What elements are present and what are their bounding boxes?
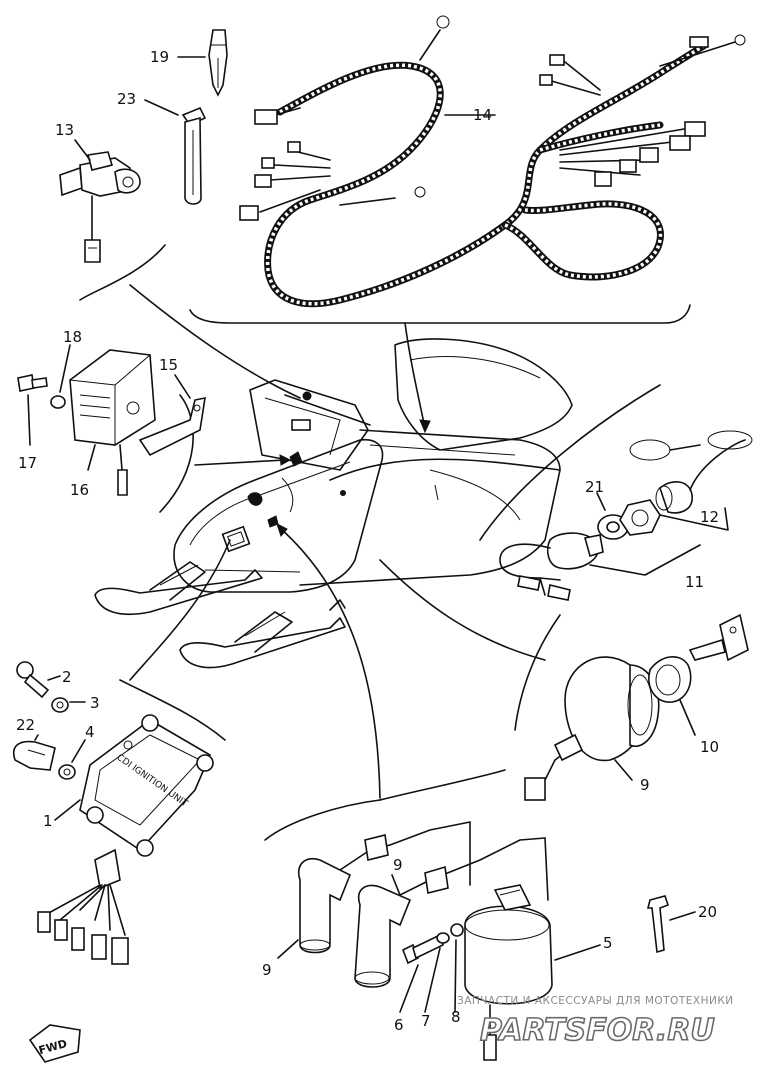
callout-14: 13 [55, 121, 74, 139]
part-11-nut [648, 656, 696, 736]
callout-23: 22 [16, 716, 35, 734]
part-2-bolt [16, 661, 61, 699]
callout-18: 17 [18, 454, 37, 472]
callout-labels: 19 23 13 14 18 15 17 16 21 12 11 2 3 22 … [16, 48, 719, 1034]
part-23-clip [13, 734, 56, 771]
part-22-washer [596, 492, 629, 540]
callout-2: 2 [62, 668, 72, 686]
part-24-tube [144, 99, 207, 205]
callout-9-upper: 9 [393, 856, 403, 874]
callout-24: 23 [117, 90, 136, 108]
part-5-ignition-coil [464, 884, 601, 1061]
callout-11: 10 [700, 738, 719, 756]
part-4-washer [58, 739, 86, 780]
callout-1: 1 [43, 812, 53, 830]
part-key [688, 613, 749, 662]
part-8-washer [450, 923, 464, 1013]
part-12-leader [589, 544, 701, 576]
part-21-clip [646, 895, 696, 954]
leader-lines [79, 244, 691, 841]
watermark: ЗАПЧАСТИ И АКСЕССУАРЫ ДЛЯ МОТОТЕХНИКИ PA… [457, 995, 734, 1049]
part-9-plug-caps [277, 821, 549, 988]
part-19-washer [50, 344, 71, 409]
callout-9-lower: 9 [262, 961, 272, 979]
callout-4: 4 [85, 723, 95, 741]
part-13-nut [619, 430, 753, 536]
callout-19: 18 [63, 328, 82, 346]
watermark-tagline: ЗАПЧАСТИ И АКСЕССУАРЫ ДЛЯ МОТОТЕХНИКИ [457, 995, 734, 1007]
part-18-bolt [17, 374, 48, 446]
callout-17: 16 [70, 481, 89, 499]
part-15-wiring-harness [239, 15, 746, 308]
callout-5: 5 [603, 934, 613, 952]
part-6-bolt [399, 933, 444, 1013]
part-3-nut [51, 697, 86, 713]
callout-20: 19 [150, 48, 169, 66]
callout-16: 15 [159, 356, 178, 374]
callout-15: 14 [473, 106, 492, 124]
part-16-bracket [138, 374, 206, 457]
callout-22: 21 [585, 478, 604, 496]
part-10-main-switch [524, 656, 660, 801]
part-14-switch [59, 139, 141, 263]
callout-21: 20 [698, 903, 717, 921]
callout-8: 8 [451, 1008, 461, 1026]
callout-6: 6 [394, 1016, 404, 1034]
part-17-regulator [69, 349, 156, 496]
snowmobile-body [94, 338, 573, 669]
watermark-logo: PARTSFOR.RU [480, 1013, 715, 1048]
callout-12: 11 [685, 573, 704, 591]
part-20-fuse [177, 29, 228, 97]
callout-10: 9 [640, 776, 650, 794]
part-7-washer [424, 932, 450, 1013]
part-12-switch [499, 532, 604, 601]
callout-13: 12 [700, 508, 719, 526]
callout-3: 3 [90, 694, 100, 712]
fwd-arrow-icon: FWD [28, 1024, 81, 1063]
callout-7: 7 [421, 1012, 431, 1030]
part-1-cdi-unit: CDI IGNITION UNIT [37, 714, 214, 965]
